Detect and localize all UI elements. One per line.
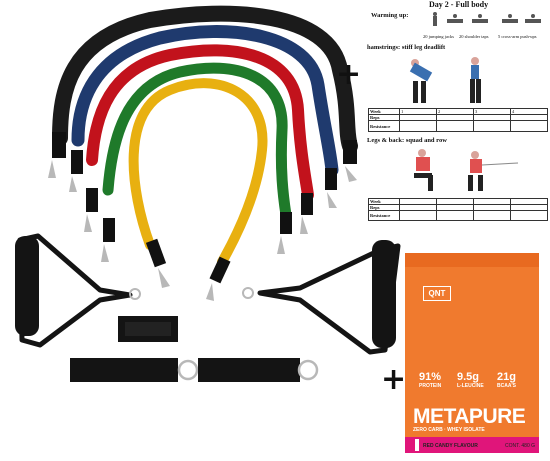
left-handle-grip (15, 236, 39, 336)
workout-sheet: Day 2 - Full body Warming up: 20 jumping… (365, 0, 550, 232)
stat-label: BCAA'S (497, 383, 516, 389)
stat-value: 21 (497, 371, 510, 383)
warmup-caption-3: 5 cross-arm push-ups (498, 34, 537, 39)
plus-sign-top: + (336, 57, 362, 92)
log-table-1: Week 1 2 3 4 Reps Resistance (368, 108, 548, 132)
sheet-title: Day 2 - Full body (429, 0, 489, 9)
product-tagline: ZERO CARB · WHEY ISOLATE (413, 427, 485, 433)
stat-unit: g (509, 371, 516, 383)
legs-back-label: Legs & back: squad and row (367, 137, 447, 144)
hamstrings-label: hamstrings: stiff leg deadlift (367, 44, 446, 51)
band-end-clips (48, 132, 357, 301)
brand-logo: QNT (423, 286, 451, 301)
squat-row-figures (414, 149, 519, 191)
blue-band (71, 25, 339, 177)
product-name: METAPURE (413, 405, 526, 428)
red-band (86, 44, 314, 201)
ankle-straps (70, 316, 319, 382)
deadlift-figures (409, 57, 481, 103)
green-band (102, 62, 292, 221)
stat-unit: g (472, 371, 480, 383)
stat-value: 9.5 (457, 371, 473, 383)
warmup-figures (433, 12, 541, 26)
size-label: CONT. 480 G (505, 443, 536, 449)
warmup-caption-2: 20 shoulder taps (459, 34, 489, 39)
table-row-label: Resistance (368, 120, 400, 132)
stat-value: 91 (419, 371, 432, 383)
plus-sign-bottom: + (381, 362, 407, 397)
warmup-caption-1: 20 jumping jacks (423, 34, 454, 39)
table-row-label: Resistance (368, 210, 400, 221)
black-band (52, 5, 358, 154)
stat-label: L-LEUCINE (457, 383, 484, 389)
right-handle-grip (372, 240, 396, 348)
log-table-2: Week Reps Resistance (368, 198, 548, 221)
warmup-label: Warming up: (371, 12, 409, 19)
bag-shape (405, 253, 539, 453)
stat-label: PROTEIN (419, 383, 442, 389)
stat-protein: 91%PROTEIN (419, 371, 441, 389)
stat-unit: % (431, 371, 442, 383)
flavour-label: RED CANDY FLAVOUR (423, 443, 478, 449)
yellow-band (128, 78, 268, 267)
